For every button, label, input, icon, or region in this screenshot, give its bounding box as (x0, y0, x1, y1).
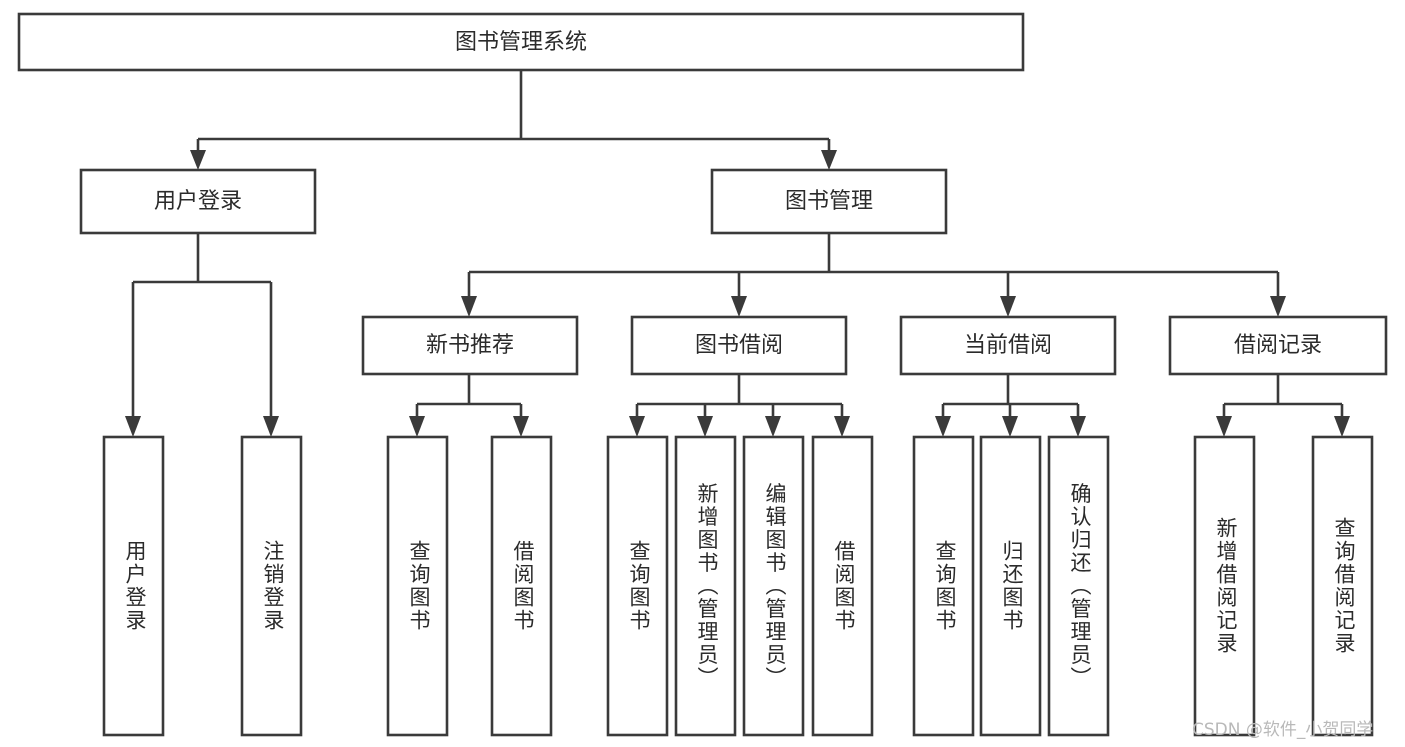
node-book-management-label: 图书管理 (785, 189, 873, 214)
leaf-add-borrow-record-label: 新增借阅记录 (1214, 517, 1238, 655)
node-book-borrow-box[interactable] (630, 315, 848, 376)
arrow-head-leaf-confirm-return (1070, 416, 1086, 437)
leaf-return-book-box[interactable] (979, 435, 1042, 737)
arrow-head-current-borrow (1000, 296, 1016, 317)
arrow-head-leaf-add-book (697, 416, 713, 437)
node-borrow-record-box[interactable] (1168, 315, 1388, 376)
node-current-borrow-box[interactable] (899, 315, 1117, 376)
leaf-add-book-label: 新增图书（管理员） (695, 483, 719, 690)
leaf-borrow-book-1-box[interactable] (490, 435, 553, 737)
arrow-head-new-book-recommend (461, 296, 477, 317)
leaf-edit-book-box[interactable] (742, 435, 805, 737)
arrow-head-leaf-query-book-2 (629, 416, 645, 437)
node-user-login-box[interactable] (79, 168, 317, 235)
connector-group-user-login (125, 233, 279, 437)
arrow-head-book-borrow (731, 296, 747, 317)
connector-group-current-borrow (935, 374, 1086, 437)
node-root[interactable]: 图书管理系统 (17, 12, 1025, 72)
node-new-book-recommend[interactable]: 新书推荐 (361, 315, 579, 376)
connector-group-book-borrow (629, 374, 850, 437)
connector-group-book-management (461, 233, 1286, 317)
arrow-head-user-login (190, 150, 206, 170)
leaf-query-book-2[interactable]: 查询图书 (606, 435, 669, 737)
arrow-head-leaf-logout-login (263, 416, 279, 437)
leaf-query-book-3-box[interactable] (912, 435, 975, 737)
leaf-query-borrow-record[interactable]: 查询借阅记录 (1311, 435, 1374, 737)
node-user-login-label: 用户登录 (154, 189, 242, 214)
arrow-head-leaf-add-borrow-record (1216, 416, 1232, 437)
node-root-box[interactable] (17, 12, 1025, 72)
leaf-borrow-book-2-box[interactable] (811, 435, 874, 737)
arrow-head-leaf-query-book-1 (409, 416, 425, 437)
leaf-query-book-1[interactable]: 查询图书 (386, 435, 449, 737)
leaf-confirm-return-label: 确认归还（管理员） (1068, 483, 1092, 690)
arrow-head-leaf-edit-book (765, 416, 781, 437)
leaf-query-borrow-record-box[interactable] (1311, 435, 1374, 737)
node-user-login[interactable]: 用户登录 (79, 168, 317, 235)
connector-group-borrow-record (1216, 374, 1350, 437)
leaf-edit-book[interactable]: 编辑图书（管理员） (742, 435, 805, 737)
leaf-add-book[interactable]: 新增图书（管理员） (674, 435, 737, 737)
leaf-add-borrow-record[interactable]: 新增借阅记录 (1193, 435, 1256, 737)
node-root-label: 图书管理系统 (455, 30, 587, 55)
arrow-head-borrow-record (1270, 296, 1286, 317)
arrow-head-leaf-query-borrow-record (1334, 416, 1350, 437)
node-borrow-record-label: 借阅记录 (1234, 333, 1322, 358)
leaf-return-book-label: 归还图书 (1000, 540, 1024, 632)
node-book-borrow-label: 图书借阅 (695, 333, 783, 358)
leaf-query-book-3-label: 查询图书 (933, 540, 957, 632)
arrow-head-book-management (821, 150, 837, 170)
node-book-management[interactable]: 图书管理 (710, 168, 948, 235)
leaf-confirm-return[interactable]: 确认归还（管理员） (1047, 435, 1110, 737)
leaf-query-book-2-box[interactable] (606, 435, 669, 737)
leaf-borrow-book-1-label: 借阅图书 (511, 540, 535, 632)
node-borrow-record[interactable]: 借阅记录 (1168, 315, 1388, 376)
node-current-borrow[interactable]: 当前借阅 (899, 315, 1117, 376)
leaf-user-login[interactable]: 用户登录 (102, 435, 165, 737)
arrow-head-leaf-user-login (125, 416, 141, 437)
leaf-edit-book-label: 编辑图书（管理员） (763, 483, 787, 690)
leaf-user-login-label: 用户登录 (123, 540, 147, 632)
arrow-head-leaf-query-book-3 (935, 416, 951, 437)
leaf-user-login-box[interactable] (102, 435, 165, 737)
leaf-query-book-2-label: 查询图书 (627, 540, 651, 632)
node-new-book-recommend-label: 新书推荐 (426, 333, 514, 358)
leaf-add-book-box[interactable] (674, 435, 737, 737)
connector-group-root (190, 70, 837, 170)
leaf-borrow-book-2[interactable]: 借阅图书 (811, 435, 874, 737)
arrow-head-leaf-return-book (1002, 416, 1018, 437)
node-book-management-box[interactable] (710, 168, 948, 235)
leaf-logout-login-label: 注销登录 (261, 540, 285, 632)
arrow-head-leaf-borrow-book-1 (513, 416, 529, 437)
leaf-query-book-3[interactable]: 查询图书 (912, 435, 975, 737)
arrow-head-leaf-borrow-book-2 (834, 416, 850, 437)
leaf-add-borrow-record-box[interactable] (1193, 435, 1256, 737)
node-new-book-recommend-box[interactable] (361, 315, 579, 376)
leaf-confirm-return-box[interactable] (1047, 435, 1110, 737)
node-current-borrow-label: 当前借阅 (964, 333, 1052, 358)
leaf-query-book-1-box[interactable] (386, 435, 449, 737)
node-book-borrow[interactable]: 图书借阅 (630, 315, 848, 376)
connector-group-new-book-recommend (409, 374, 529, 437)
leaf-borrow-book-2-label: 借阅图书 (832, 540, 856, 632)
leaf-query-book-1-label: 查询图书 (407, 540, 431, 632)
leaf-logout-login[interactable]: 注销登录 (240, 435, 303, 737)
leaf-borrow-book-1[interactable]: 借阅图书 (490, 435, 553, 737)
leaf-logout-login-box[interactable] (240, 435, 303, 737)
leaf-query-borrow-record-label: 查询借阅记录 (1332, 517, 1356, 655)
leaf-return-book[interactable]: 归还图书 (979, 435, 1042, 737)
